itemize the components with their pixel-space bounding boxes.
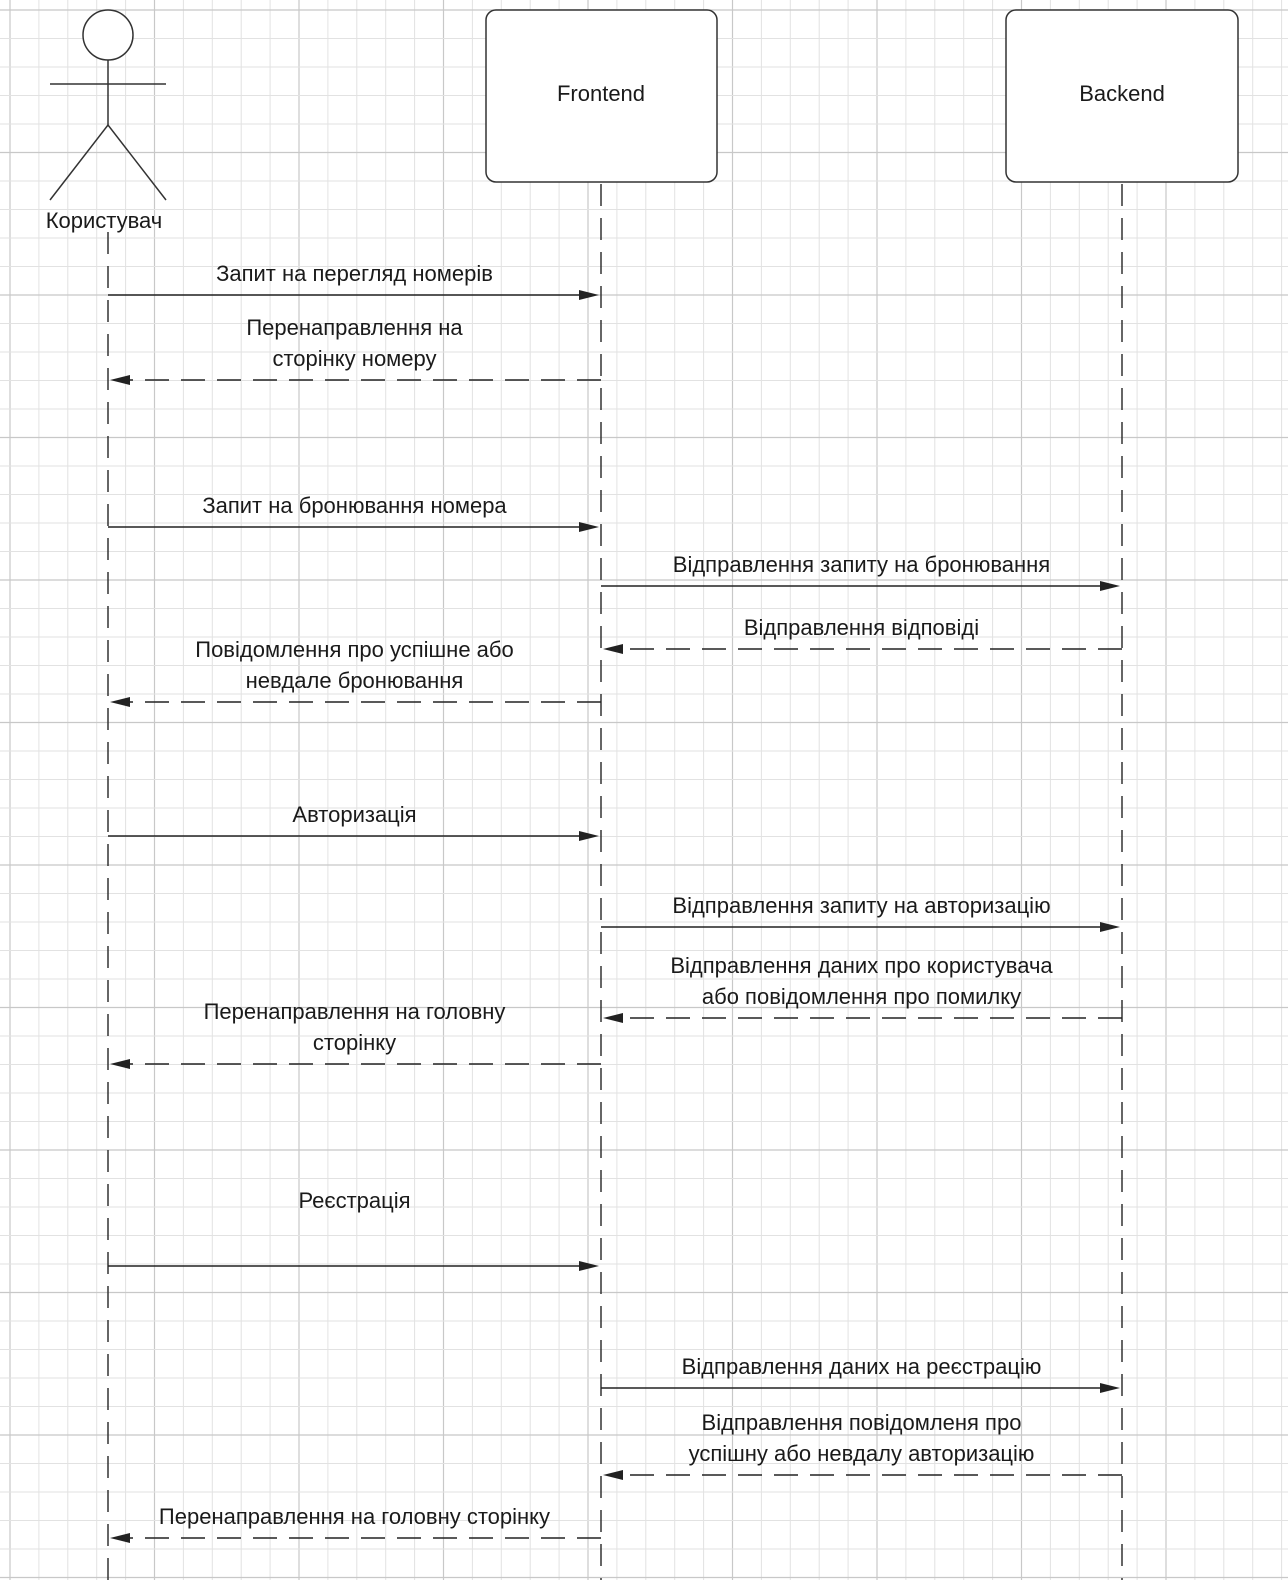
message-label: Перенаправлення на [246, 315, 463, 340]
message-label: Реєстрація [298, 1188, 410, 1213]
message-5: Відправлення відповіді [603, 615, 1122, 654]
message-label: Відправлення повідомленя про [702, 1410, 1022, 1435]
message-label: Авторизація [292, 802, 416, 827]
message-label: Відправлення даних про користувача [670, 953, 1053, 978]
arrowhead [579, 522, 599, 532]
message-label: сторінку [313, 1030, 396, 1055]
participant-backend: Backend [1005, 9, 1239, 183]
message-1: Запит на перегляд номерів [108, 261, 599, 300]
message-3: Запит на бронювання номера [108, 493, 599, 532]
message-label: Повідомлення про успішне або [195, 637, 513, 662]
message-6: Повідомлення про успішне або невдале брон… [110, 637, 601, 707]
message-label: Відправлення відповіді [744, 615, 979, 640]
participant-box [485, 9, 718, 183]
message-label: Відправлення даних на реєстрацію [682, 1354, 1042, 1379]
message-7: Авторизація [108, 802, 599, 841]
actor-left-leg [49, 124, 109, 201]
arrowhead [579, 290, 599, 300]
message-13: Відправлення повідомленя про успішну або … [603, 1410, 1122, 1480]
arrowhead [603, 644, 623, 654]
arrowhead [1100, 581, 1120, 591]
participant-label: Backend [1079, 81, 1165, 106]
message-14: Перенаправлення на головну сторінку [110, 1504, 601, 1543]
arrowhead [110, 1059, 130, 1069]
participant-label: Frontend [557, 81, 645, 106]
message-11: Реєстрація [108, 1188, 599, 1271]
arrowhead [603, 1470, 623, 1480]
message-9: Відправлення даних про користувача або по… [603, 953, 1122, 1023]
arrowhead [1100, 1383, 1120, 1393]
message-label: невдале бронювання [246, 668, 464, 693]
message-8: Відправлення запиту на авторизацію [601, 893, 1120, 932]
messages: Запит на перегляд номерівПеренаправлення… [108, 261, 1122, 1543]
arrowhead [1100, 922, 1120, 932]
message-label: Запит на перегляд номерів [216, 261, 493, 286]
actor-label: Користувач [46, 208, 163, 233]
message-10: Перенаправлення на головну сторінку [110, 999, 601, 1069]
message-label: успішну або невдалу авторизацію [689, 1441, 1035, 1466]
arrowhead [579, 831, 599, 841]
message-label: Запит на бронювання номера [202, 493, 507, 518]
message-12: Відправлення даних на реєстрацію [601, 1354, 1120, 1393]
arrowhead [110, 697, 130, 707]
actor-user: Користувач [46, 9, 167, 233]
message-label: Перенаправлення на головну сторінку [159, 1504, 550, 1529]
participant-frontend: Frontend [485, 9, 718, 183]
arrowhead [579, 1261, 599, 1271]
message-4: Відправлення запиту на бронювання [601, 552, 1120, 591]
message-label: Відправлення запиту на авторизацію [672, 893, 1050, 918]
arrowhead [603, 1013, 623, 1023]
message-label: Перенаправлення на головну [204, 999, 506, 1024]
actor-head [82, 9, 134, 61]
message-2: Перенаправлення на сторінку номеру [110, 315, 601, 385]
arrowhead [110, 1533, 130, 1543]
participant-box [1005, 9, 1239, 183]
message-label: Відправлення запиту на бронювання [673, 552, 1050, 577]
message-label: або повідомлення про помилку [702, 984, 1021, 1009]
message-label: сторінку номеру [272, 346, 436, 371]
arrowhead [110, 375, 130, 385]
actor-right-leg [107, 124, 167, 201]
